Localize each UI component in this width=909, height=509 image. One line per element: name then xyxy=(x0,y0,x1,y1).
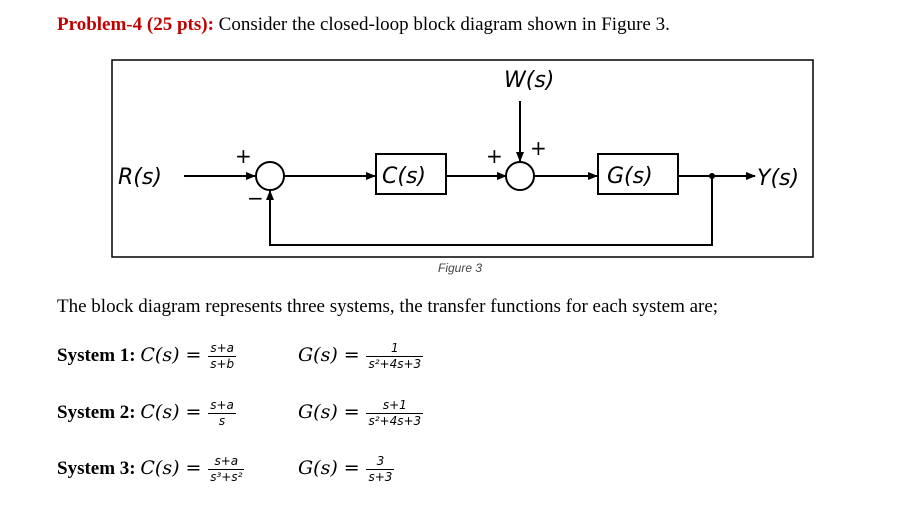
plant-block xyxy=(597,153,679,195)
g-numerator: 1 xyxy=(366,342,424,357)
g-numerator: 3 xyxy=(366,455,395,470)
sum1-minus-sign: − xyxy=(247,186,264,210)
input-label: R(s) xyxy=(118,165,162,190)
problem-statement: Problem-4 (25 pts): Consider the closed-… xyxy=(57,14,670,36)
problem-text: Consider the closed-loop block diagram s… xyxy=(213,14,670,35)
c-denominator: s+b xyxy=(210,357,235,371)
c-numerator: s+a xyxy=(208,455,245,470)
plant-label: G(s) xyxy=(607,164,653,189)
controller-block xyxy=(375,153,447,195)
c-denominator: s³+s² xyxy=(210,470,243,484)
controller-label: C(s) xyxy=(382,164,426,189)
figure-caption: Figure 3 xyxy=(438,261,483,275)
c-lhs: C(s) = xyxy=(140,400,202,423)
g-lhs: G(s) = xyxy=(298,400,360,423)
feedback-path xyxy=(266,176,713,246)
c-lhs: C(s) = xyxy=(140,343,202,366)
sum2-plus-top: + xyxy=(530,136,547,160)
diagram-frame xyxy=(111,59,814,258)
system-name: System 1: xyxy=(57,344,136,366)
sum1-plus-sign: + xyxy=(235,144,252,168)
system-name: System 3: xyxy=(57,457,136,479)
g-lhs: G(s) = xyxy=(298,343,360,366)
description-text: The block diagram represents three syste… xyxy=(57,296,719,317)
c-numerator: s+a xyxy=(208,398,236,414)
g-lhs: G(s) = xyxy=(298,456,360,479)
c-lhs: C(s) = xyxy=(140,456,202,479)
sum2-plus-left: + xyxy=(486,144,503,168)
g-denominator: s²+4s+3 xyxy=(368,357,422,371)
problem-heading: Problem-4 (25 pts): xyxy=(57,14,214,35)
g-numerator: s+1 xyxy=(366,399,424,414)
g-denominator: s²+4s+3 xyxy=(368,414,422,428)
disturbance-label: W(s) xyxy=(504,68,554,93)
g-denominator: s+3 xyxy=(368,470,393,484)
summing-junction-2 xyxy=(505,161,535,191)
system-name: System 2: xyxy=(57,401,136,423)
c-numerator: s+a xyxy=(208,342,237,357)
c-denominator: s xyxy=(218,414,226,428)
output-label: Y(s) xyxy=(757,166,799,191)
